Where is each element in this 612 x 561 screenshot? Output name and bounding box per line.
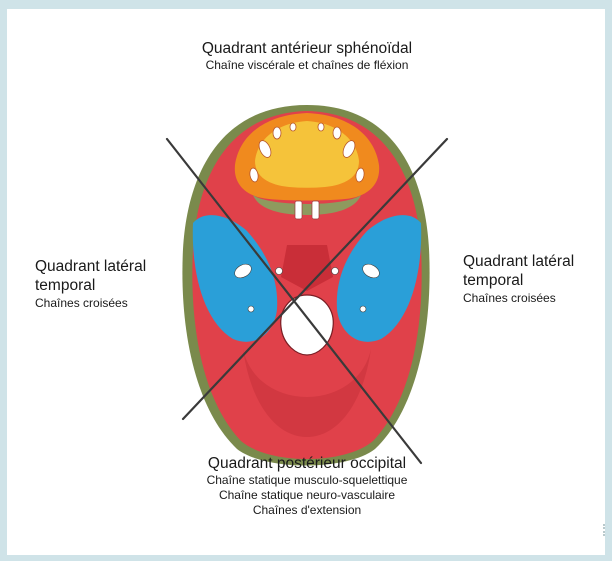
posterior-line-3: Chaînes d'extension bbox=[127, 503, 487, 518]
anterior-subtitle: Chaîne viscérale et chaînes de fléxion bbox=[127, 58, 487, 73]
anterior-quadrant-label: Quadrant antérieur sphénoïdal Chaîne vis… bbox=[127, 39, 487, 73]
posterior-quadrant-label: Quadrant postérieur occipital Chaîne sta… bbox=[127, 454, 487, 518]
right-title-line1: Quadrant latéral bbox=[463, 252, 603, 271]
diagram-panel: Quadrant antérieur sphénoïdal Chaîne vis… bbox=[7, 9, 605, 555]
right-title-line2: temporal bbox=[463, 271, 603, 290]
edge-mark bbox=[599, 524, 605, 536]
left-title-line2: temporal bbox=[35, 276, 205, 295]
left-subtitle: Chaînes croisées bbox=[35, 296, 205, 311]
left-title-line1: Quadrant latéral bbox=[35, 257, 205, 276]
posterior-title: Quadrant postérieur occipital bbox=[127, 454, 487, 473]
right-subtitle: Chaînes croisées bbox=[463, 291, 603, 306]
posterior-line-2: Chaîne statique neuro-vasculaire bbox=[127, 488, 487, 503]
foramen-magnum bbox=[281, 295, 334, 355]
left-quadrant-label: Quadrant latéral temporal Chaînes croisé… bbox=[35, 257, 205, 311]
anterior-title: Quadrant antérieur sphénoïdal bbox=[127, 39, 487, 58]
posterior-line-1: Chaîne statique musculo-squelettique bbox=[127, 473, 487, 488]
right-quadrant-label: Quadrant latéral temporal Chaînes croisé… bbox=[463, 252, 603, 306]
